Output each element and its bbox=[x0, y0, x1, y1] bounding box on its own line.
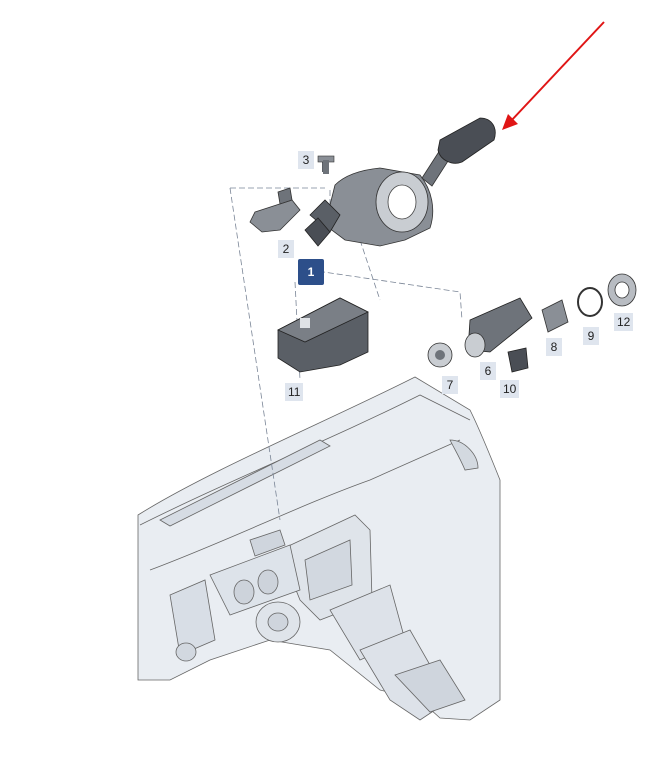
bracket-part bbox=[249, 187, 301, 233]
callout-6: 6 bbox=[480, 362, 496, 380]
ignition-lock-parts bbox=[427, 273, 637, 373]
callout-7: 7 bbox=[442, 376, 458, 394]
callout-9: 9 bbox=[583, 327, 599, 345]
callout-8: 8 bbox=[546, 338, 562, 356]
callout-12: 12 bbox=[614, 313, 634, 331]
callout-3: 3 bbox=[298, 151, 314, 169]
red-pointer-arrow bbox=[502, 21, 605, 130]
dashboard-illustration bbox=[137, 376, 501, 721]
control-module-part bbox=[277, 297, 369, 373]
callout-1: 1 bbox=[298, 259, 324, 285]
steering-column-switch bbox=[304, 117, 496, 247]
callout-10: 10 bbox=[500, 380, 520, 398]
callout-2: 2 bbox=[278, 240, 294, 258]
screw-part bbox=[317, 155, 335, 174]
callout-11: 11 bbox=[285, 383, 304, 401]
